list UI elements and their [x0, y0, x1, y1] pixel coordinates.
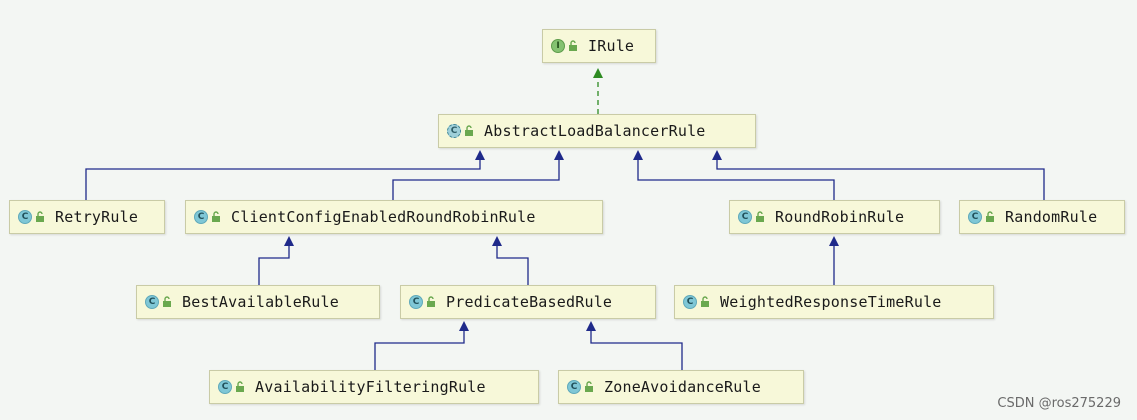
node-label: ClientConfigEnabledRoundRobinRule: [231, 208, 536, 226]
node-abstract-load-balancer-rule[interactable]: C AbstractLoadBalancerRule: [438, 114, 756, 148]
arrowhead-icon: [829, 236, 839, 246]
lock-icon: [163, 296, 171, 307]
node-weighted-response-time-rule[interactable]: C WeightedResponseTimeRule: [674, 285, 994, 319]
lock-icon: [569, 40, 577, 51]
node-irule[interactable]: I IRule: [542, 29, 656, 63]
node-label: BestAvailableRule: [182, 293, 339, 311]
edge-abstract-to-irule: [593, 68, 603, 114]
class-icon: C: [145, 295, 159, 309]
edge-line: [637, 159, 835, 200]
arrowhead-icon: [554, 150, 564, 160]
node-client-config-enabled-round-robin-rule[interactable]: C ClientConfigEnabledRoundRobinRule: [185, 200, 603, 234]
edge-predicate-to-clientconfig: [492, 236, 529, 285]
edge-line: [496, 245, 529, 285]
lock-icon: [36, 211, 44, 222]
lock-icon: [701, 296, 709, 307]
node-label: IRule: [588, 37, 635, 55]
node-label: PredicateBasedRule: [446, 293, 613, 311]
class-icon: C: [409, 295, 423, 309]
node-retry-rule[interactable]: C RetryRule: [9, 200, 165, 234]
edge-availability-to-predicate: [374, 321, 469, 370]
class-icon: C: [683, 295, 697, 309]
node-label: AbstractLoadBalancerRule: [484, 122, 706, 140]
arrowhead-icon: [586, 321, 596, 331]
lock-icon: [212, 211, 220, 222]
interface-icon: I: [551, 39, 565, 53]
node-label: RoundRobinRule: [775, 208, 905, 226]
class-icon: C: [567, 380, 581, 394]
lock-icon: [585, 381, 593, 392]
node-predicate-based-rule[interactable]: C PredicateBasedRule: [400, 285, 656, 319]
arrowhead-icon: [459, 321, 469, 331]
node-label: RandomRule: [1005, 208, 1098, 226]
class-icon: C: [968, 210, 982, 224]
edge-clientconfig-to-abstract: [392, 150, 564, 200]
edge-line: [392, 159, 560, 200]
edge-roundrobin-to-abstract: [633, 150, 835, 200]
arrowhead-icon: [475, 150, 485, 160]
lock-icon: [427, 296, 435, 307]
class-icon: C: [18, 210, 32, 224]
arrowhead-icon: [712, 150, 722, 160]
lock-icon: [465, 125, 473, 136]
node-label: RetryRule: [55, 208, 139, 226]
edge-zone-to-predicate: [586, 321, 683, 370]
edge-bestavailable-to-clientconfig: [258, 236, 294, 285]
class-icon: C: [194, 210, 208, 224]
node-availability-filtering-rule[interactable]: C AvailabilityFilteringRule: [209, 370, 539, 404]
class-icon: C: [218, 380, 232, 394]
node-zone-avoidance-rule[interactable]: C ZoneAvoidanceRule: [558, 370, 804, 404]
node-round-robin-rule[interactable]: C RoundRobinRule: [729, 200, 940, 234]
node-random-rule[interactable]: C RandomRule: [959, 200, 1125, 234]
arrowhead-icon: [633, 150, 643, 160]
watermark: CSDN @ros275229: [997, 396, 1121, 411]
edge-retry-to-abstract: [85, 150, 485, 200]
class-icon: C: [738, 210, 752, 224]
edge-weighted-to-roundrobin: [829, 236, 839, 285]
lock-icon: [986, 211, 994, 222]
node-label: WeightedResponseTimeRule: [720, 293, 942, 311]
lock-icon: [236, 381, 244, 392]
edge-line: [374, 330, 465, 370]
lock-icon: [756, 211, 764, 222]
edge-line: [590, 330, 683, 370]
edge-random-to-abstract: [712, 150, 1045, 200]
arrowhead-icon: [593, 68, 603, 78]
node-label: ZoneAvoidanceRule: [604, 378, 761, 396]
node-label: AvailabilityFilteringRule: [255, 378, 486, 396]
arrowhead-icon: [492, 236, 502, 246]
node-best-available-rule[interactable]: C BestAvailableRule: [136, 285, 380, 319]
edge-line: [258, 245, 290, 285]
edge-line: [85, 159, 481, 200]
edge-line: [716, 159, 1045, 200]
arrowhead-icon: [284, 236, 294, 246]
abstract-class-icon: C: [447, 124, 461, 138]
